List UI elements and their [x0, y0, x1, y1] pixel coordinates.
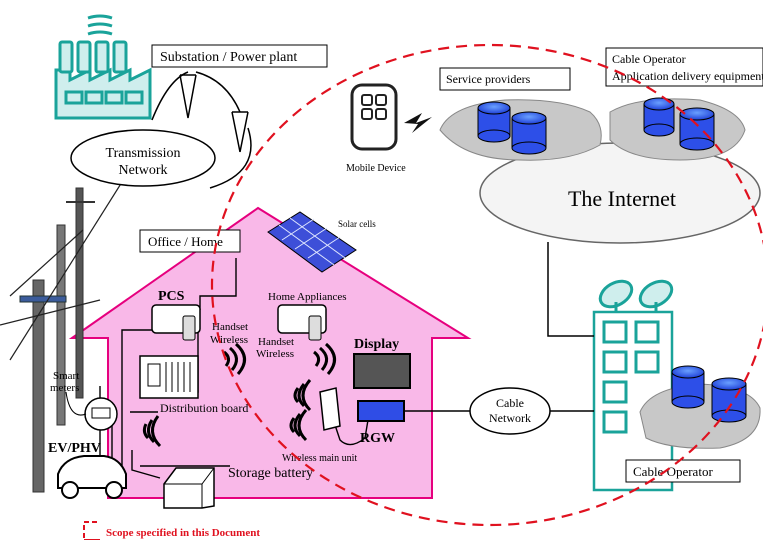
wireless-signal-icon [313, 342, 336, 375]
cable-operator-bottom-label: Cable Operator [633, 464, 713, 479]
service-providers-box: Service providers [439, 67, 571, 91]
cable-operator-bottom-box: Cable Operator [625, 459, 741, 483]
smart-meters-label-1: Smart [53, 370, 79, 382]
smart-meter: Smart meters [50, 370, 118, 431]
mobile-device-icon: Mobile Device [346, 83, 432, 174]
handset-wireless-label-2a: Handset [258, 336, 294, 348]
transmission-towers [151, 71, 252, 189]
cable-operator-top-label-2: Application delivery equipment [612, 69, 763, 83]
cable-operator-top-label-1: Cable Operator [612, 52, 686, 66]
service-provider-servers [477, 101, 547, 155]
wireless-signal-icon [289, 379, 312, 442]
internet-label: The Internet [568, 186, 676, 211]
mobile-device-label: Mobile Device [346, 163, 406, 174]
cable-operator-top-box: Cable Operator Application delivery equi… [605, 47, 763, 87]
solar-cells-label: Solar cells [338, 219, 376, 229]
wireless-main-unit-label: Wireless main unit [282, 453, 357, 464]
home-appliances-label: Home Appliances [268, 291, 347, 303]
scope-boundary [210, 43, 763, 527]
office-home-box: Office / Home [139, 229, 241, 253]
utility-poles [0, 181, 123, 493]
power-plant-icon [54, 14, 152, 120]
display-unit: Display [353, 337, 411, 389]
cable-operator-building [592, 279, 674, 492]
distribution-board-label: Distribution board [160, 401, 248, 415]
rgw-unit: RGW [357, 400, 405, 446]
wireless-main-unit: Wireless main unit [282, 387, 357, 464]
cable-network-label-1: Cable [496, 396, 524, 410]
distribution-board: Distribution board [139, 355, 248, 415]
smart-meters-label-2: meters [50, 382, 79, 394]
network-connections [403, 242, 594, 412]
wireless-signal-icon [223, 342, 246, 375]
office-home-label: Office / Home [148, 234, 223, 249]
storage-battery: Storage battery [163, 466, 313, 509]
transmission-label-1: Transmission [106, 146, 181, 161]
cable-operator-servers-bottom [639, 365, 761, 449]
cable-network: Cable Network [469, 387, 551, 435]
cable-operator-servers-top [643, 97, 715, 151]
home-appliances: Home Appliances Handset Wireless [256, 291, 347, 360]
scope-legend-label: Scope specified in this Document [106, 527, 260, 539]
display-label: Display [354, 337, 399, 352]
rgw-label: RGW [360, 431, 395, 446]
pcs-label: PCS [158, 289, 185, 304]
transmission-network: Transmission Network [70, 129, 216, 187]
substation-box: Substation / Power plant [151, 44, 328, 68]
wireless-signal-icon [142, 415, 162, 448]
scope-legend: Scope specified in this Document [83, 521, 260, 540]
handset-wireless-label-1a: Handset [212, 321, 248, 333]
ev-phv-label: EV/PHV [48, 441, 101, 456]
storage-battery-label: Storage battery [228, 466, 313, 481]
substation-label: Substation / Power plant [160, 50, 297, 65]
solar-cells-icon: Solar cells [267, 211, 376, 273]
service-providers-label: Service providers [446, 72, 531, 86]
pcs-unit: PCS [151, 289, 201, 341]
cable-network-label-2: Network [489, 411, 531, 425]
handset-wireless-label-2b: Wireless [256, 348, 294, 360]
ev-phv: EV/PHV [48, 441, 127, 499]
transmission-label-2: Network [119, 163, 168, 178]
handset-wireless-label-1b: Wireless [210, 334, 248, 346]
